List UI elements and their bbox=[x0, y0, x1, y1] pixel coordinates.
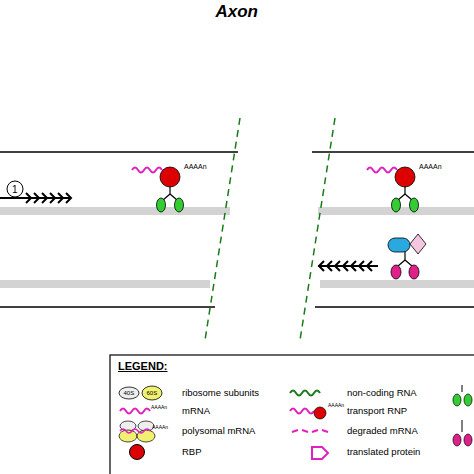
legend-text: transport RNP bbox=[347, 406, 407, 416]
transport-rnp bbox=[132, 167, 184, 212]
poly-a-tail: AAAAn bbox=[152, 425, 168, 431]
legend-sample bbox=[119, 385, 472, 459]
subunit-label: 40S bbox=[124, 390, 135, 397]
poly-a-tail: AAAAn bbox=[184, 163, 207, 171]
anterograde-arrow bbox=[0, 193, 71, 203]
microtubule bbox=[0, 207, 474, 288]
poly-a-tail: AAAAn bbox=[151, 405, 167, 411]
legend-text: polysomal mRNA bbox=[182, 426, 255, 436]
legend-text: RBP bbox=[182, 447, 202, 457]
legend-text: ribosome subunits bbox=[182, 388, 259, 398]
subunit-label: 60S bbox=[147, 390, 158, 397]
callout-number: 1 bbox=[12, 184, 18, 195]
legend-frame bbox=[110, 355, 474, 474]
transport-rnp bbox=[367, 167, 419, 212]
callout-circle bbox=[7, 181, 23, 197]
axon-membrane bbox=[0, 152, 474, 307]
legend-text: degraded mRNA bbox=[347, 426, 418, 436]
break-line bbox=[205, 118, 335, 340]
dynein-motor bbox=[388, 234, 426, 279]
legend-swatch bbox=[129, 444, 145, 460]
poly-a-tail: AAAAn bbox=[328, 403, 344, 409]
legend-text: translated protein bbox=[347, 447, 420, 457]
retrograde-arrow bbox=[318, 261, 378, 271]
poly-a-tail: AAAAn bbox=[419, 163, 442, 171]
legend-text: non-coding RNA bbox=[347, 388, 417, 398]
legend-text: mRNA bbox=[182, 406, 210, 416]
legend-heading: LEGEND: bbox=[118, 360, 168, 372]
diagram-title: Axon bbox=[216, 3, 259, 22]
